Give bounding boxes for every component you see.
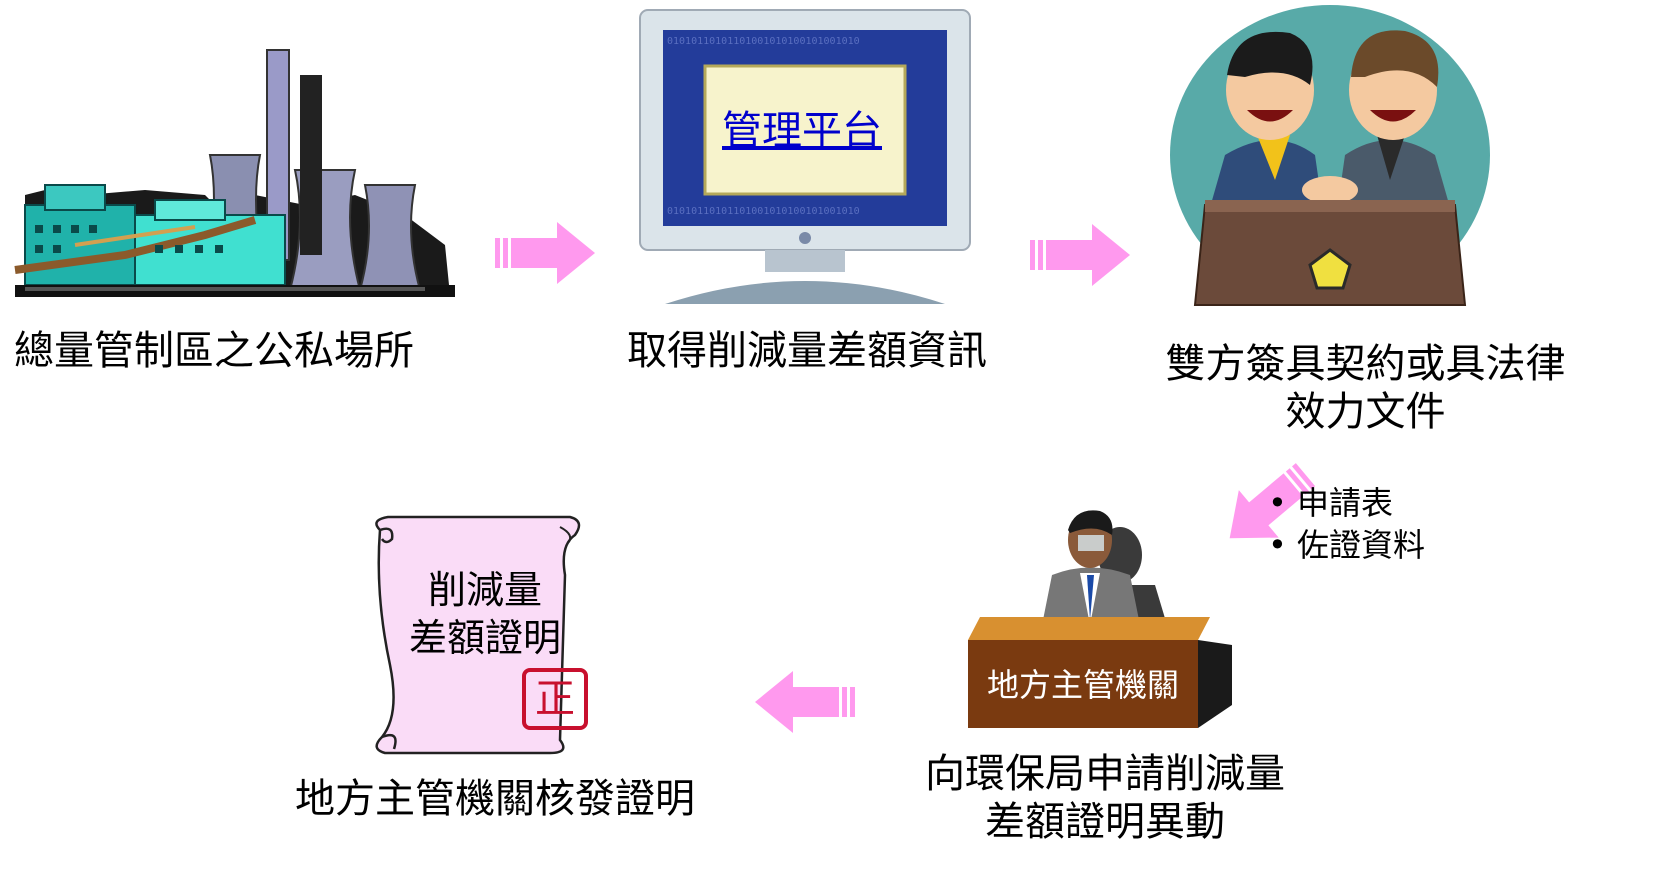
scroll-certificate-icon (360, 515, 590, 755)
step-contract-caption-line2: 效力文件 (1285, 389, 1446, 435)
step-apply-caption-line1: 向環保局申請削減量 (925, 751, 1285, 797)
step-factory-caption: 總量管制區之公私場所 (14, 328, 414, 374)
certificate-title: 削減量 差額證明 (390, 566, 580, 662)
svg-text:010101101011010010101001010010: 01010110101101001010100101001010 (667, 36, 860, 47)
desk-label: 地方主管機關 (986, 666, 1179, 704)
arrow-down-left-icon (1205, 450, 1335, 565)
handshake-icon (1165, 5, 1495, 310)
arrow-right-icon (495, 222, 600, 284)
step-certificate-caption: 地方主管機關核發證明 (295, 776, 695, 822)
step-contract-caption-line1: 雙方簽具契約或具法律 (1165, 341, 1566, 387)
attachment-label: 申請表 (1297, 484, 1394, 522)
arrow-left-icon (750, 671, 855, 733)
step-platform-caption: 取得削減量差額資訊 (627, 328, 987, 374)
attachment-label: 佐證資料 (1297, 526, 1426, 564)
arrow-right-icon (1030, 224, 1135, 286)
attachment-item: • 佐證資料 (1268, 526, 1426, 564)
certificate-title-line1: 削減量 (427, 568, 542, 612)
management-platform-link[interactable]: 管理平台 (722, 108, 882, 154)
svg-text:010101101011010010101001010010: 01010110101101001010100101001010 (667, 206, 860, 217)
step-apply-caption-line2: 差額證明異動 (985, 799, 1225, 845)
step-apply-caption: 向環保局申請削減量 差額證明異動 (905, 750, 1305, 846)
step-contract-caption: 雙方簽具契約或具法律 效力文件 (1158, 340, 1573, 436)
attachments-list: • 申請表 • 佐證資料 (1268, 482, 1425, 566)
computer-monitor-icon: 01010110101101001010100101001010 0101011… (635, 8, 975, 308)
power-plant-icon (14, 49, 455, 297)
official-at-desk-icon (960, 505, 1240, 730)
attachment-item: • 申請表 (1268, 484, 1394, 522)
certificate-title-line2: 差額證明 (408, 616, 561, 660)
factory-illustration (5, 45, 455, 305)
stamp-badge: 正 (522, 668, 588, 730)
